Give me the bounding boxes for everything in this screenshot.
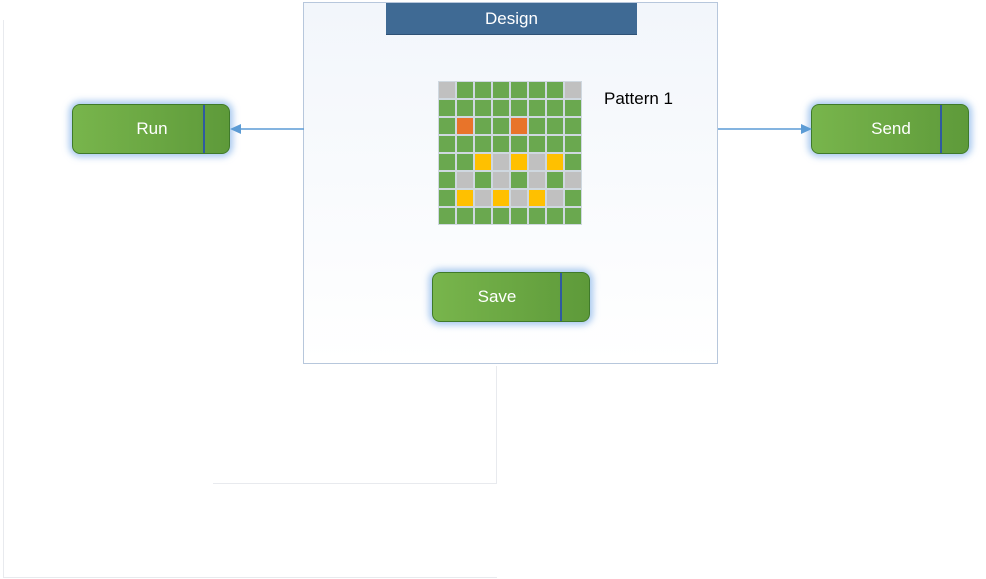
pattern-cell[interactable] <box>456 117 474 135</box>
pattern-cell[interactable] <box>438 171 456 189</box>
pattern-cell[interactable] <box>474 171 492 189</box>
pattern-cell[interactable] <box>492 171 510 189</box>
pattern-cell[interactable] <box>456 207 474 225</box>
pattern-cell[interactable] <box>474 135 492 153</box>
pattern-cell[interactable] <box>438 117 456 135</box>
pattern-cell[interactable] <box>564 81 582 99</box>
pattern-cell[interactable] <box>456 171 474 189</box>
pattern-cell[interactable] <box>510 171 528 189</box>
pattern-cell[interactable] <box>546 207 564 225</box>
background-frame-inner-right <box>496 366 497 484</box>
pattern-cell[interactable] <box>528 99 546 117</box>
pattern-cell[interactable] <box>564 207 582 225</box>
run-button-label: Run <box>136 119 168 138</box>
pattern-cell[interactable] <box>438 81 456 99</box>
pattern-cell[interactable] <box>474 99 492 117</box>
pattern-cell[interactable] <box>474 153 492 171</box>
pattern-cell[interactable] <box>510 207 528 225</box>
pattern-cell[interactable] <box>528 153 546 171</box>
pattern-cell[interactable] <box>492 207 510 225</box>
pattern-cell[interactable] <box>528 189 546 207</box>
pattern-cell[interactable] <box>474 81 492 99</box>
pattern-cell[interactable] <box>474 207 492 225</box>
pattern-cell[interactable] <box>438 99 456 117</box>
pattern-cell[interactable] <box>456 189 474 207</box>
pattern-cell[interactable] <box>510 135 528 153</box>
pattern-cell[interactable] <box>492 189 510 207</box>
pattern-cell[interactable] <box>474 189 492 207</box>
pattern-cell[interactable] <box>492 135 510 153</box>
pattern-cell[interactable] <box>510 189 528 207</box>
pattern-cell[interactable] <box>510 153 528 171</box>
pattern-cell[interactable] <box>546 189 564 207</box>
pattern-cell[interactable] <box>492 81 510 99</box>
pattern-cell[interactable] <box>438 207 456 225</box>
pattern-cell[interactable] <box>546 99 564 117</box>
pattern-label: Pattern 1 <box>604 89 673 108</box>
pattern-grid[interactable] <box>438 81 582 225</box>
run-button-divider <box>203 105 205 153</box>
pattern-cell[interactable] <box>546 81 564 99</box>
save-button-label: Save <box>477 287 517 306</box>
pattern-cell[interactable] <box>456 153 474 171</box>
pattern-cell[interactable] <box>564 171 582 189</box>
arrow-to-send <box>718 124 812 134</box>
pattern-cell[interactable] <box>474 117 492 135</box>
design-panel-title: Design <box>386 3 637 35</box>
pattern-cell[interactable] <box>528 135 546 153</box>
pattern-cell[interactable] <box>510 99 528 117</box>
pattern-cell[interactable] <box>492 153 510 171</box>
pattern-cell[interactable] <box>492 99 510 117</box>
pattern-cell[interactable] <box>438 189 456 207</box>
pattern-cell[interactable] <box>456 81 474 99</box>
pattern-cell[interactable] <box>546 153 564 171</box>
background-frame-left <box>3 20 4 577</box>
pattern-cell[interactable] <box>510 117 528 135</box>
pattern-cell[interactable] <box>456 135 474 153</box>
pattern-cell[interactable] <box>456 99 474 117</box>
pattern-cell[interactable] <box>528 207 546 225</box>
pattern-cell[interactable] <box>492 117 510 135</box>
send-button[interactable]: Send <box>811 104 969 154</box>
pattern-cell[interactable] <box>564 189 582 207</box>
pattern-cell[interactable] <box>438 153 456 171</box>
run-button[interactable]: Run <box>72 104 230 154</box>
pattern-cell[interactable] <box>438 135 456 153</box>
pattern-cell[interactable] <box>564 99 582 117</box>
arrow-to-run <box>230 124 304 134</box>
pattern-cell[interactable] <box>510 81 528 99</box>
save-button[interactable]: Save <box>432 272 590 322</box>
pattern-cell[interactable] <box>528 117 546 135</box>
pattern-cell[interactable] <box>564 153 582 171</box>
save-button-divider <box>560 273 562 321</box>
send-button-divider <box>940 105 942 153</box>
send-button-label: Send <box>871 119 911 138</box>
background-frame-bottom <box>3 577 497 578</box>
pattern-cell[interactable] <box>528 81 546 99</box>
pattern-cell[interactable] <box>564 135 582 153</box>
pattern-cell[interactable] <box>546 117 564 135</box>
pattern-cell[interactable] <box>528 171 546 189</box>
pattern-cell[interactable] <box>546 171 564 189</box>
background-frame-inner-bottom <box>213 483 497 484</box>
pattern-cell[interactable] <box>564 117 582 135</box>
pattern-cell[interactable] <box>546 135 564 153</box>
